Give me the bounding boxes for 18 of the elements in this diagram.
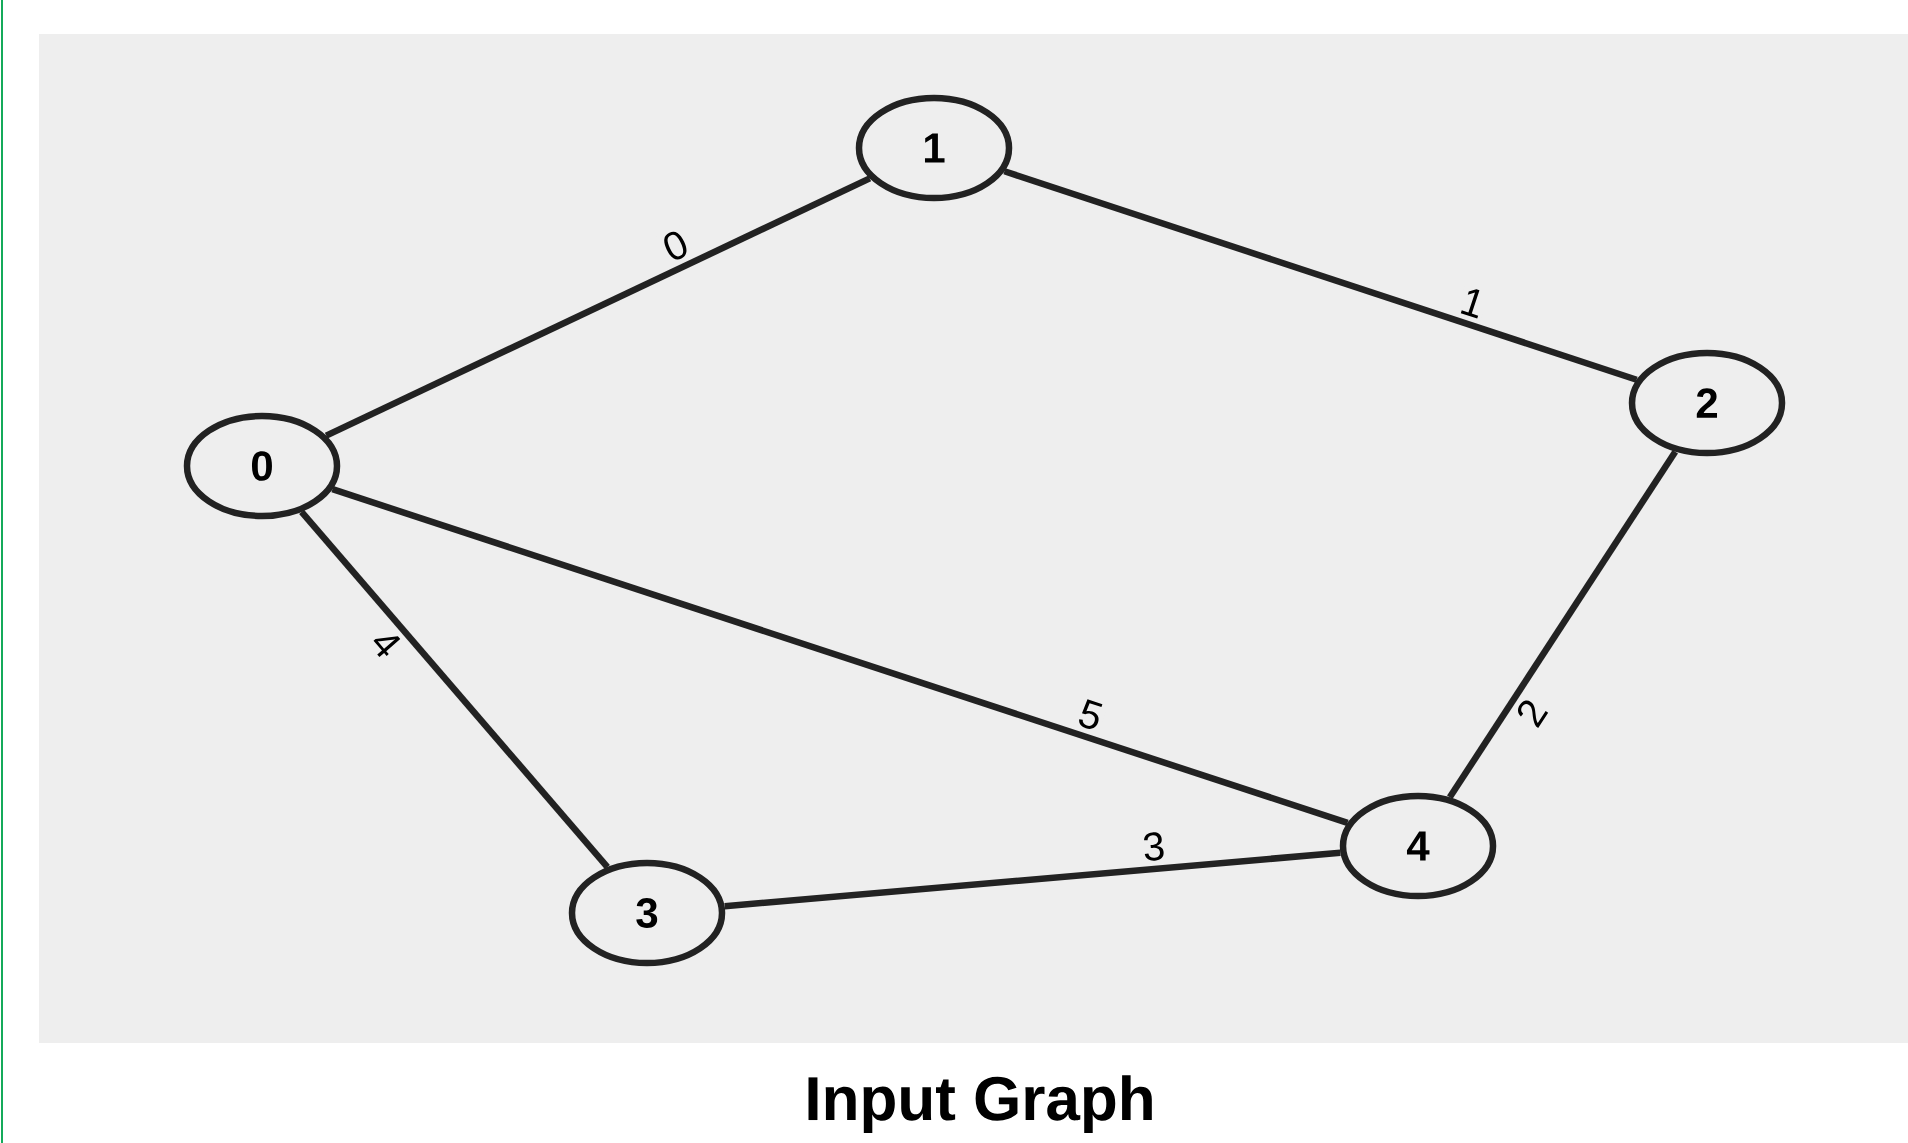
graph-vertex: 3 xyxy=(568,859,726,967)
graph-edge xyxy=(724,849,1341,910)
graph-edge xyxy=(1003,168,1638,383)
graph-edge xyxy=(299,509,610,870)
graph-edge xyxy=(331,486,1349,826)
edge-weight: 0 xyxy=(664,231,687,260)
edge-weight: 4 xyxy=(373,636,401,658)
edge-weight: 2 xyxy=(1518,700,1549,728)
graph-vertex: 0 xyxy=(183,412,341,520)
graph-vertex: 1 xyxy=(855,94,1013,202)
graph-edge xyxy=(324,175,872,439)
edge-weight: 5 xyxy=(1079,699,1103,729)
caption: Input Graph xyxy=(808,1075,1152,1133)
graph-edge xyxy=(1447,449,1678,800)
graph-vertex: 2 xyxy=(1628,349,1786,457)
edge-weight: 3 xyxy=(1144,832,1164,861)
graph-vertex: 4 xyxy=(1339,792,1497,900)
edge-weight: 1 xyxy=(1460,289,1480,319)
